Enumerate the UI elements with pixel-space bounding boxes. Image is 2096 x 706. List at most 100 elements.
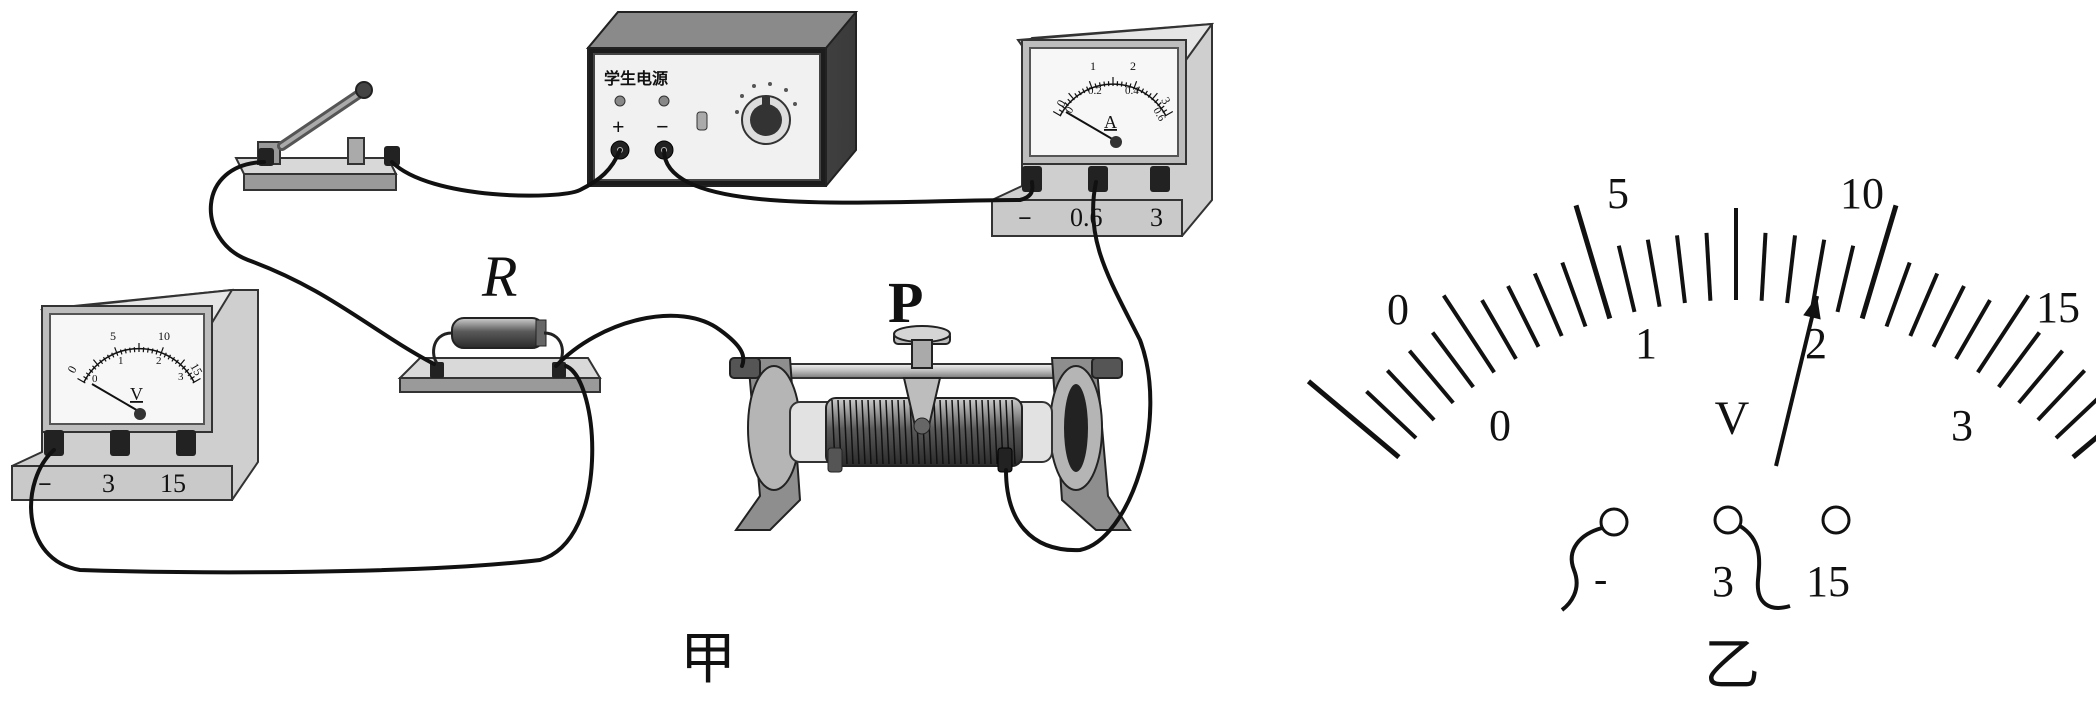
ammeter-tick-10 xyxy=(1088,80,1094,90)
coil-turn xyxy=(867,399,872,465)
ammeter-tick-12 xyxy=(1098,82,1102,88)
dial-tick-1 xyxy=(1365,389,1418,440)
ammeter-tick-21 xyxy=(1136,86,1140,92)
power-supply-plus: + xyxy=(612,114,625,139)
ammeter-tick-25 xyxy=(1151,92,1158,101)
voltmeter-b-terminal-minus: - xyxy=(1594,556,1607,601)
dial-tick-5 xyxy=(1442,294,1496,374)
dial-tick-14 xyxy=(1704,232,1713,301)
ammeter-tick-2 xyxy=(1061,105,1067,110)
ammeter-scale-bottom-2: 0.4 xyxy=(1125,85,1139,97)
voltmeter-a-tick-13 xyxy=(129,347,131,353)
dial-tick-25 xyxy=(1976,294,2030,374)
voltmeter-a-scale-bottom-3: 3 xyxy=(178,371,184,383)
resistor: R xyxy=(397,244,602,393)
dial-tick-9 xyxy=(1560,261,1588,328)
ammeter-tick-26 xyxy=(1154,98,1159,104)
power-supply-title: 学生电源 xyxy=(604,69,668,88)
coil-turn xyxy=(951,399,956,465)
ammeter-tick-6 xyxy=(1074,93,1079,98)
coil-turn xyxy=(909,399,914,465)
voltmeter-b-scale-top-15: 15 xyxy=(2036,283,2080,332)
coil-turn xyxy=(981,399,986,465)
coil-turn xyxy=(945,399,950,465)
ammeter-scale-bottom-1: 0.2 xyxy=(1088,85,1102,97)
voltmeter-a-tick-17 xyxy=(147,347,149,353)
voltmeter-a-tick-0 xyxy=(77,377,86,384)
ammeter-tick-13 xyxy=(1103,81,1106,87)
voltmeter-a-tick-7 xyxy=(102,356,107,362)
dial-tick-29 xyxy=(2054,397,2096,440)
ammeter-unit: A xyxy=(1104,112,1117,132)
dial-tick-12 xyxy=(1645,239,1662,308)
needle-arrowhead xyxy=(1803,296,1821,320)
dial-tick-18 xyxy=(1810,239,1827,308)
ammeter-tick-27 xyxy=(1157,102,1162,107)
voltmeter-a-tick-29 xyxy=(190,376,195,380)
voltmeter-a-tick-23 xyxy=(171,356,176,362)
ammeter-terminal-3: 3 xyxy=(1150,203,1163,232)
slider-label: P xyxy=(888,270,923,335)
dial-tick-6 xyxy=(1480,299,1518,360)
voltmeter-a-tick-6 xyxy=(99,359,104,365)
coil-turn xyxy=(861,399,866,465)
voltmeter-a-terminal-3: 3 xyxy=(102,469,115,498)
voltmeter-a-tick-2 xyxy=(85,372,91,377)
dial-tick-23 xyxy=(1931,285,1966,348)
dial-tick-21 xyxy=(1884,261,1912,328)
coil-turn xyxy=(987,399,992,465)
knife-switch xyxy=(234,81,400,191)
coil-turn xyxy=(963,399,968,465)
ammeter-terminal-minus: − xyxy=(1018,206,1032,232)
dial-tick-0 xyxy=(1306,379,1401,460)
dial-tick-19 xyxy=(1835,245,1856,313)
voltmeter-a-tick-27 xyxy=(184,368,190,373)
coil-turn xyxy=(843,399,848,465)
ammeter-scale-top-2: 2 xyxy=(1130,59,1136,73)
wires xyxy=(29,148,1153,575)
resistor-label: R xyxy=(481,244,517,309)
dial-tick-11 xyxy=(1616,245,1637,313)
voltmeter-a-tick-10 xyxy=(114,347,119,356)
voltmeter-a-scale-top-5: 5 xyxy=(110,329,116,343)
voltmeter-a-tick-21 xyxy=(163,352,167,358)
ammeter-scale-bottom-0: 0 xyxy=(1063,104,1076,115)
coil-turn xyxy=(879,399,884,465)
needle-shaft xyxy=(1774,295,1820,467)
voltmeter-a-ticks xyxy=(77,343,201,384)
ammeter-tick-5 xyxy=(1068,92,1075,101)
coil-turn xyxy=(885,399,890,465)
coil-turn xyxy=(969,399,974,465)
voltmeter-a-tick-5 xyxy=(92,359,100,367)
ammeter-ticks xyxy=(1052,77,1174,117)
dial-tick-16 xyxy=(1759,232,1768,301)
voltmeter-b-scale-top-0: 0 xyxy=(1387,285,1409,334)
voltmeter-b-unit: V xyxy=(1715,392,1750,445)
coil-turn xyxy=(891,399,896,465)
voltmeter-a-tick-11 xyxy=(119,349,123,355)
dial-tick-20 xyxy=(1859,204,1899,320)
voltmeter-a-tick-3 xyxy=(88,368,94,373)
caption-b: 乙 xyxy=(1704,633,1760,698)
voltmeter-b-scale-top-5: 5 xyxy=(1607,169,1629,218)
ammeter-tick-29 xyxy=(1162,109,1168,113)
dial-tick-27 xyxy=(2017,349,2065,405)
voltmeter-a-unit: V xyxy=(130,384,143,404)
coil-turn xyxy=(993,399,998,465)
voltmeter-a-scale-top-10: 10 xyxy=(158,329,170,343)
voltmeter-a-scale-bottom-1: 1 xyxy=(118,355,124,367)
ammeter-tick-24 xyxy=(1147,93,1152,98)
voltmeter-b-scale-bottom-3: 3 xyxy=(1951,401,1973,450)
voltmeter-a-tick-25 xyxy=(178,359,186,367)
voltmeter-b-needle xyxy=(1774,295,1821,467)
ammeter-tick-11 xyxy=(1094,83,1098,89)
ammeter-tick-7 xyxy=(1078,90,1082,96)
dial-tick-7 xyxy=(1506,285,1541,348)
voltmeter-b-dial xyxy=(1306,204,2096,460)
voltmeter-a-tick-1 xyxy=(83,376,88,380)
coil-turn xyxy=(933,399,938,465)
ammeter-tick-18 xyxy=(1124,82,1128,88)
ammeter-tick-17 xyxy=(1120,81,1123,87)
voltmeter-b-scale-bottom-1: 1 xyxy=(1635,319,1657,368)
voltmeter-a-tick-19 xyxy=(155,349,159,355)
